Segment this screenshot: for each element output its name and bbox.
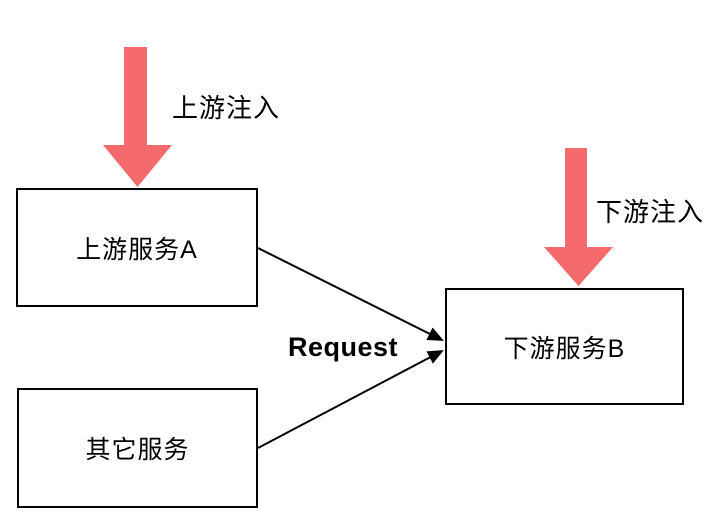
downstream-inject-arrow-icon <box>544 148 613 286</box>
node-upstream-service-a-label: 上游服务A <box>76 235 198 264</box>
downstream-inject-label: 下游注入 <box>596 197 705 227</box>
node-other-service-label: 其它服务 <box>85 436 190 464</box>
upstream-inject-label: 上游注入 <box>172 93 281 123</box>
connector-other-to-downstream-b <box>257 350 444 449</box>
node-upstream-service-a: 上游服务A <box>16 188 258 307</box>
node-other-service: 其它服务 <box>17 388 258 508</box>
upstream-inject-arrow-icon <box>103 47 172 187</box>
node-downstream-service-b-label: 下游服务B <box>503 334 626 363</box>
request-label: Request <box>288 332 399 362</box>
connector-upstream-a-to-downstream-b <box>257 247 444 341</box>
node-downstream-service-b: 下游服务B <box>445 288 684 405</box>
